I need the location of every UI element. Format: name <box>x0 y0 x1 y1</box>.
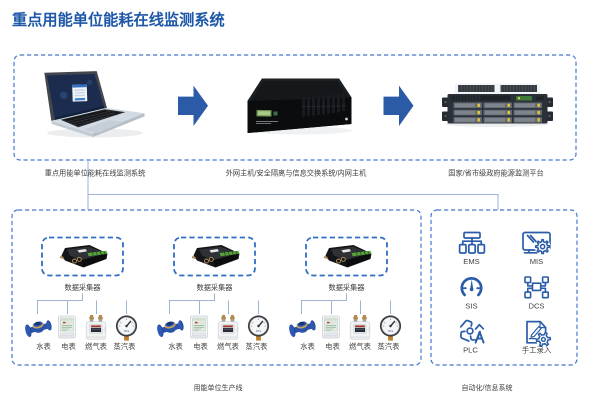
svg-text:用能单位生产线: 用能单位生产线 <box>194 383 243 392</box>
svg-text:PLC: PLC <box>463 346 478 355</box>
svg-text:自动化/信息系统: 自动化/信息系统 <box>462 383 513 392</box>
svg-text:SIS: SIS <box>465 302 477 311</box>
svg-text:外网主机/安全隔离与信息交换系统/内网主机: 外网主机/安全隔离与信息交换系统/内网主机 <box>226 169 367 178</box>
svg-text:重点用能单位能耗在线监测系统: 重点用能单位能耗在线监测系统 <box>45 169 146 178</box>
svg-text:国家/省市级政府能源监测平台: 国家/省市级政府能源监测平台 <box>448 169 543 178</box>
svg-text:DCS: DCS <box>528 302 544 311</box>
svg-text:手工录入: 手工录入 <box>522 346 552 355</box>
svg-text:EMS: EMS <box>463 257 479 266</box>
svg-text:重点用能单位能耗在线监测系统: 重点用能单位能耗在线监测系统 <box>12 11 225 29</box>
svg-text:MIS: MIS <box>530 257 544 266</box>
